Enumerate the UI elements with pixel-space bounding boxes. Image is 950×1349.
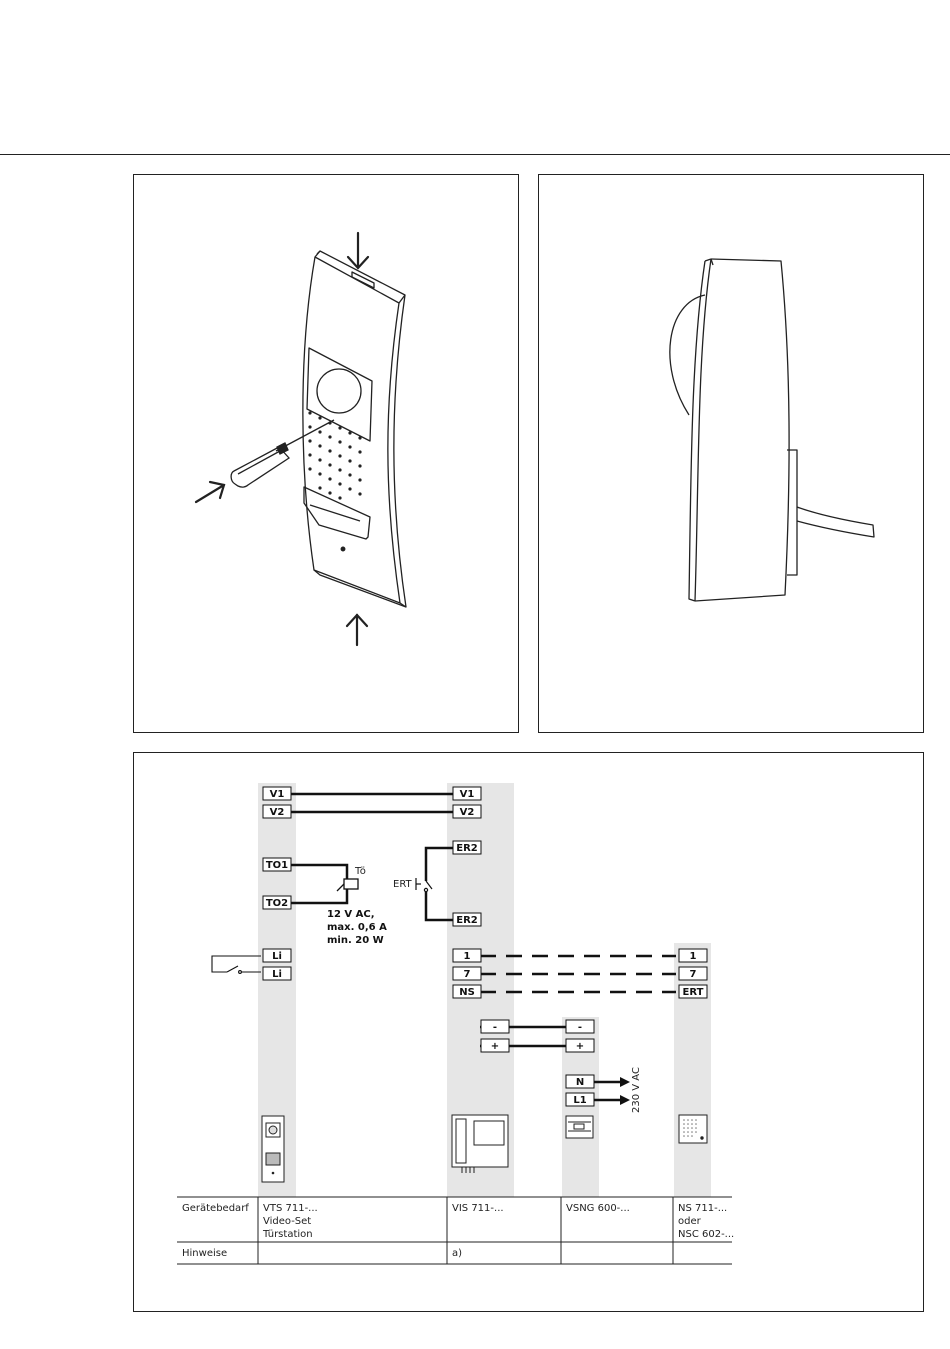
- psu-terminal-minus: -: [578, 1022, 582, 1033]
- terminal-li-b: Li: [272, 969, 282, 980]
- door-station-device-icon: [262, 1116, 284, 1182]
- door-station-side-view-figure: [538, 174, 924, 733]
- wiring-diagram: V1 V2 TO1 TO2 Li Li V1 V2 ER2 ER2 1 7: [133, 752, 924, 1312]
- label-toe: Tö: [354, 866, 366, 877]
- wire-to2: [289, 889, 347, 903]
- monitor-terminal-er2-top: ER2: [456, 843, 478, 854]
- table-header-notes: Hinweise: [182, 1248, 227, 1259]
- terminal-to2: TO2: [266, 898, 288, 909]
- extension-terminal-ert: ERT: [683, 987, 704, 998]
- gong-symbol: [337, 879, 358, 891]
- label-ert: ERT: [393, 879, 413, 890]
- monitor-terminal-ns: NS: [459, 987, 475, 998]
- label-power-line2: max. 0,6 A: [327, 922, 387, 933]
- monitor-terminal-minus: -: [493, 1022, 497, 1033]
- label-mains: 230 V AC: [631, 1067, 642, 1113]
- monitor-device-icon: [452, 1115, 508, 1173]
- wire-to1: [289, 865, 347, 879]
- monitor-terminal-plus: +: [491, 1041, 499, 1052]
- monitor-terminal-1: 1: [464, 951, 471, 962]
- label-power-line1: 12 V AC,: [327, 909, 375, 920]
- extension-terminals: 1 7 ERT: [679, 949, 707, 998]
- li-switch: [212, 956, 261, 973]
- table-cell-vts-line2: Video-Set: [263, 1216, 311, 1227]
- table-cell-ns-line2: oder: [678, 1216, 702, 1227]
- arrow-diagonal-icon: [196, 485, 224, 502]
- table-cell-ns-line3: NSC 602-...: [678, 1229, 734, 1240]
- table-cell-ns-line1: NS 711-...: [678, 1203, 727, 1214]
- door-station-removal-figure: [133, 174, 519, 733]
- table-cell-vsng: VSNG 600-...: [566, 1203, 630, 1214]
- wiring-diagram-svg: V1 V2 TO1 TO2 Li Li V1 V2 ER2 ER2 1 7: [134, 753, 925, 1313]
- table-cell-vis: VIS 711-...: [452, 1203, 504, 1214]
- door-station-side-drawing: [539, 175, 925, 734]
- extension-terminal-7: 7: [690, 969, 697, 980]
- psu-terminal-plus: +: [576, 1041, 584, 1052]
- extension-device-icon: [679, 1115, 707, 1143]
- table-cell-vts-line1: VTS 711-...: [263, 1203, 318, 1214]
- header-rule: [0, 154, 950, 155]
- terminal-v1: V1: [270, 789, 285, 800]
- label-power-line3: min. 20 W: [327, 935, 384, 946]
- speaker-grille: [308, 411, 361, 499]
- table-cell-note-a: a): [452, 1248, 462, 1259]
- terminal-to1: TO1: [266, 860, 288, 871]
- monitor-terminal-v2: V2: [460, 807, 475, 818]
- psu-device-icon: [566, 1116, 593, 1138]
- monitor-terminal-v1: V1: [460, 789, 475, 800]
- extension-terminal-1: 1: [690, 951, 697, 962]
- psu-terminal-n: N: [576, 1077, 584, 1088]
- psu-terminal-l1: L1: [573, 1095, 586, 1106]
- screwdriver: [231, 420, 334, 487]
- table-header-device: Gerätebedarf: [182, 1203, 249, 1214]
- ert-switch: [416, 878, 432, 892]
- door-station-removal-drawing: [134, 175, 520, 734]
- terminal-v2: V2: [270, 807, 285, 818]
- monitor-terminal-er2-bottom: ER2: [456, 915, 478, 926]
- extension-column: [674, 943, 711, 1197]
- monitor-terminal-7: 7: [464, 969, 471, 980]
- terminal-li-a: Li: [272, 951, 282, 962]
- table-cell-vts-line3: Türstation: [262, 1229, 313, 1240]
